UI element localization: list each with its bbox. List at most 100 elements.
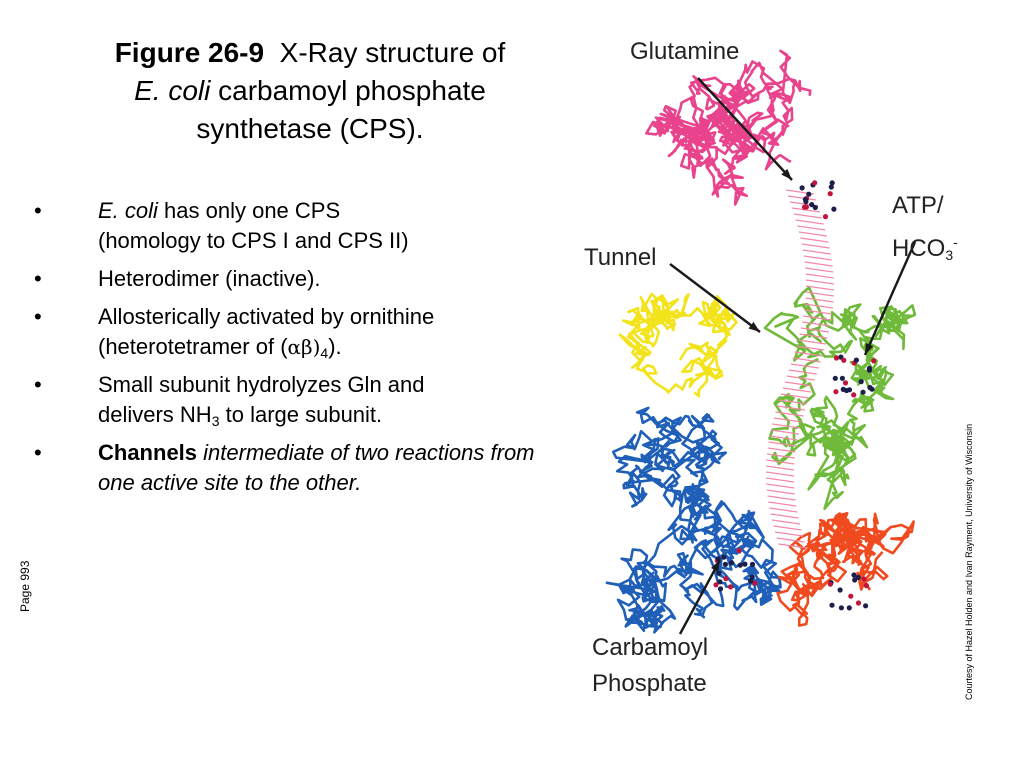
tunnel-mesh [765,189,835,549]
tunnel-mesh-line [797,225,826,231]
bullet-3-line-1: Allosterically activated by ornithine [98,304,435,329]
bullet-2-text: Heterodimer (inactive). [98,266,321,291]
page-number-label: Page 993 [18,560,32,612]
tunnel-mesh-line [795,219,824,225]
tunnel-mesh-line [772,423,801,429]
ligand-atom [833,355,840,361]
ligand-atom [717,586,724,592]
ligand-atom [723,576,729,582]
bullet-4-suffix: to large subunit. [219,402,383,427]
ligand-atom [837,587,843,593]
tunnel-mesh-line [777,405,806,411]
ligand-atom [866,365,872,371]
bullet-4-subscript: 3 [211,413,220,429]
tunnel-mesh-line [800,237,829,243]
ligand-atom [728,560,735,566]
label-phosphate: Phosphate [592,670,707,697]
bullet-item: • Heterodimer (inactive). [28,264,568,294]
arrow-tunnel-head [748,321,760,332]
blue-domain-lower-trace [605,511,782,634]
arrow-glutamine-head [781,168,792,180]
tunnel-mesh-line [765,471,795,477]
ligand-atom [831,206,837,212]
ligand-atom [809,202,815,208]
bullet-item: • Small subunit hydrolyzes Gln and deliv… [28,370,568,430]
tunnel-mesh-line [788,369,817,375]
tunnel-mesh-line [802,249,831,255]
orange-domain [776,511,915,627]
bullet-3-greek: αβ) [287,335,321,359]
title-italic-species: E. coli [134,75,211,106]
tunnel-mesh-line [801,243,830,249]
bullet-list: • E. coli has only one CPS (homology to … [28,196,568,506]
tunnel-mesh-line [799,333,828,339]
bullet-4-line-1: Small subunit hydrolyzes Gln and [98,372,425,397]
ligand-atom [842,380,849,386]
ligand-atom [869,386,875,392]
tunnel-mesh-line [769,507,798,513]
ligand-atom [749,561,756,568]
bullet-marker: • [34,198,42,223]
tunnel-mesh-line [804,303,833,309]
ligand-atom [863,583,869,589]
tunnel-mesh-line [766,483,795,489]
bullet-marker: • [34,304,42,329]
yellow-domain-trace [618,292,738,398]
tunnel-mesh-line [766,465,795,471]
ligand-atom [827,581,833,587]
ligand-atom [749,574,755,580]
tunnel-mesh-line [782,387,811,393]
tunnel-mesh-line [786,375,815,381]
arrow-glutamine-line [697,77,793,181]
tunnel-mesh-line [766,489,795,495]
tunnel-mesh-line [797,339,827,345]
tunnel-mesh-line [793,213,822,219]
arrow-atp-head [865,343,874,355]
ligand-atom [871,358,877,364]
ligand-atom [841,357,847,363]
label-hco3: HCO3- [892,228,958,263]
tunnel-mesh-line [800,327,829,333]
bullet-item: • E. coli has only one CPS (homology to … [28,196,568,256]
blue-domain-upper [611,406,765,549]
ligand-atom [855,574,861,581]
tunnel-mesh-line [804,309,833,315]
ligand-atom [748,578,754,584]
title-text-1: X-Ray structure of [279,37,506,68]
ligand-atom [829,602,835,608]
green-domain [763,286,917,510]
blue-domain-lower [605,511,782,634]
ligand-atom [863,603,869,609]
bullet-item: • Channels intermediate of two reactions… [28,438,568,498]
protein-structure-figure: Glutamine ATP/ HCO3- Tunnel Carbamoyl Ph… [570,30,990,710]
tunnel-mesh-line [767,447,796,453]
tunnel-mesh-line [775,411,804,417]
tunnel-mesh-line [805,267,834,273]
arrow-tunnel-line [669,263,761,333]
arrow-carbamoyl-head [711,560,720,572]
ligand-atom [853,357,859,363]
ligand-atom [752,580,758,586]
label-atp: ATP/ [892,192,944,219]
tunnel-mesh-line [804,261,833,267]
label-hco3-subscript: 3 [945,247,954,263]
bullet-3-prefix: (heterotetramer of ( [98,334,288,359]
arrow-atp-line [863,241,917,356]
tunnel-mesh-line [766,477,795,483]
tunnel-mesh-line [778,543,807,549]
tunnel-mesh-line [784,381,813,387]
tunnel-mesh-line [778,399,808,405]
label-hco3-text: HCO [892,235,946,262]
ligand-atom [858,379,864,385]
figure-number: Figure 26-9 [114,37,265,68]
tunnel-mesh-line [791,207,820,213]
tunnel-mesh-line [766,453,796,459]
ligand-atom [728,584,734,590]
ligand-atom [839,375,845,381]
bullet-3-suffix: ). [328,334,342,359]
ligand-atom [846,605,852,611]
ligand-atom [736,547,742,554]
tunnel-mesh-line [792,357,821,363]
bullet-5-bold: Channels [98,440,198,465]
